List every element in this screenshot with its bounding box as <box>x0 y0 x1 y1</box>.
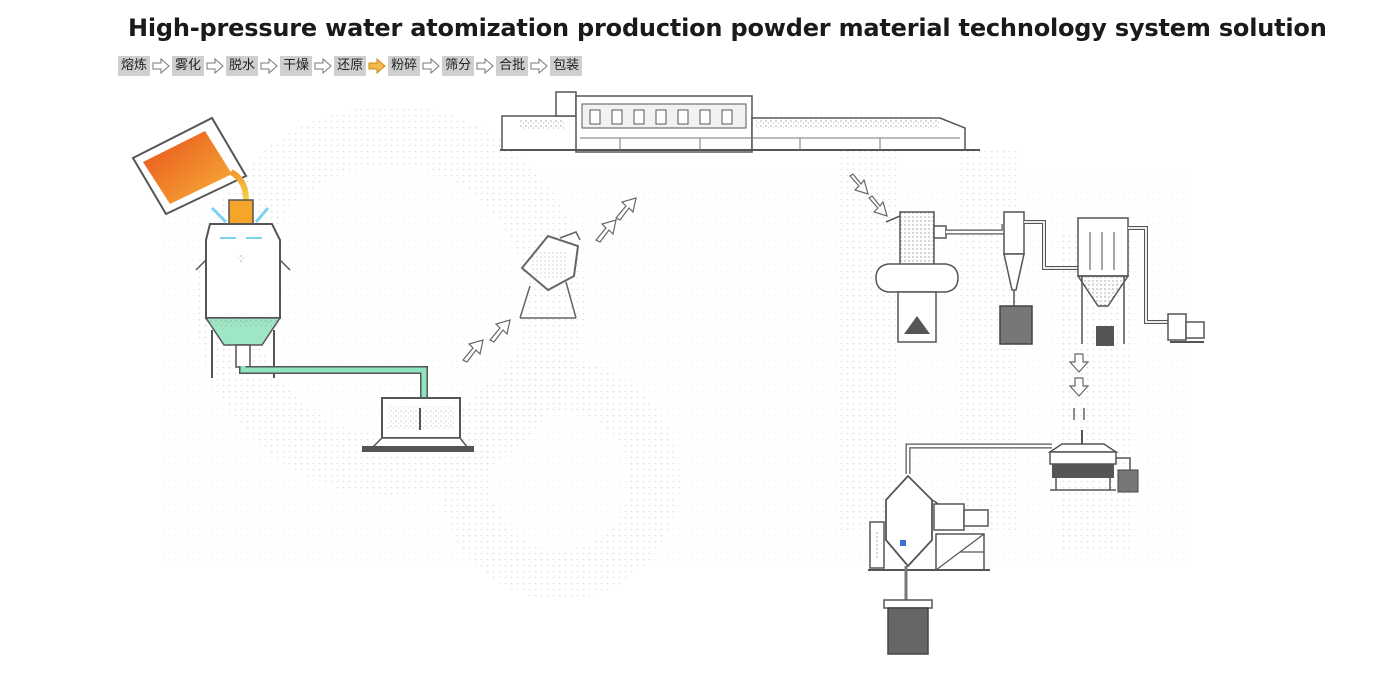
flow-arrow-icon <box>462 319 511 363</box>
slurry-pipe <box>239 366 428 398</box>
page-title: High-pressure water atomization producti… <box>128 14 1327 42</box>
flow-arrow-icon <box>595 197 637 243</box>
step-arrow-icon <box>152 57 170 75</box>
flow-arrow-icon <box>1068 353 1090 420</box>
step-crushing: 粉碎 <box>388 56 421 76</box>
fan-icon <box>1167 313 1205 343</box>
step-melting: 熔炼 <box>118 56 151 76</box>
reduction-furnace-icon <box>500 91 980 153</box>
step-dewatering: 脱水 <box>226 56 259 76</box>
step-batching: 合批 <box>496 56 529 76</box>
cyclone-icon <box>999 211 1078 345</box>
step-arrow-icon <box>314 57 332 75</box>
step-packing: 包装 <box>550 56 583 76</box>
crusher-icon <box>875 211 959 343</box>
ladle-icon <box>131 116 249 216</box>
step-arrow-icon <box>206 57 224 75</box>
step-arrow-icon <box>422 57 440 75</box>
dewatering-tank-icon <box>362 397 474 452</box>
watermark-logo <box>160 105 1190 600</box>
step-arrow-icon <box>260 57 278 75</box>
packing-drum-icon <box>883 599 933 655</box>
step-sieving: 筛分 <box>442 56 475 76</box>
rotary-dryer-icon <box>519 231 581 319</box>
step-arrow-icon <box>476 57 494 75</box>
step-arrow-icon-active <box>368 57 386 75</box>
flow-arrow-icon <box>849 173 888 217</box>
step-reduction: 还原 <box>334 56 367 76</box>
step-atomization: 雾化 <box>172 56 205 76</box>
blender-icon <box>868 474 990 600</box>
process-steps: 熔炼 雾化 脱水 干燥 还原 粉碎 筛分 合批 包装 <box>118 55 583 77</box>
step-arrow-icon <box>530 57 548 75</box>
vibrating-sieve-icon <box>1047 430 1139 493</box>
step-drying: 干燥 <box>280 56 313 76</box>
bag-filter-icon <box>1076 217 1170 346</box>
